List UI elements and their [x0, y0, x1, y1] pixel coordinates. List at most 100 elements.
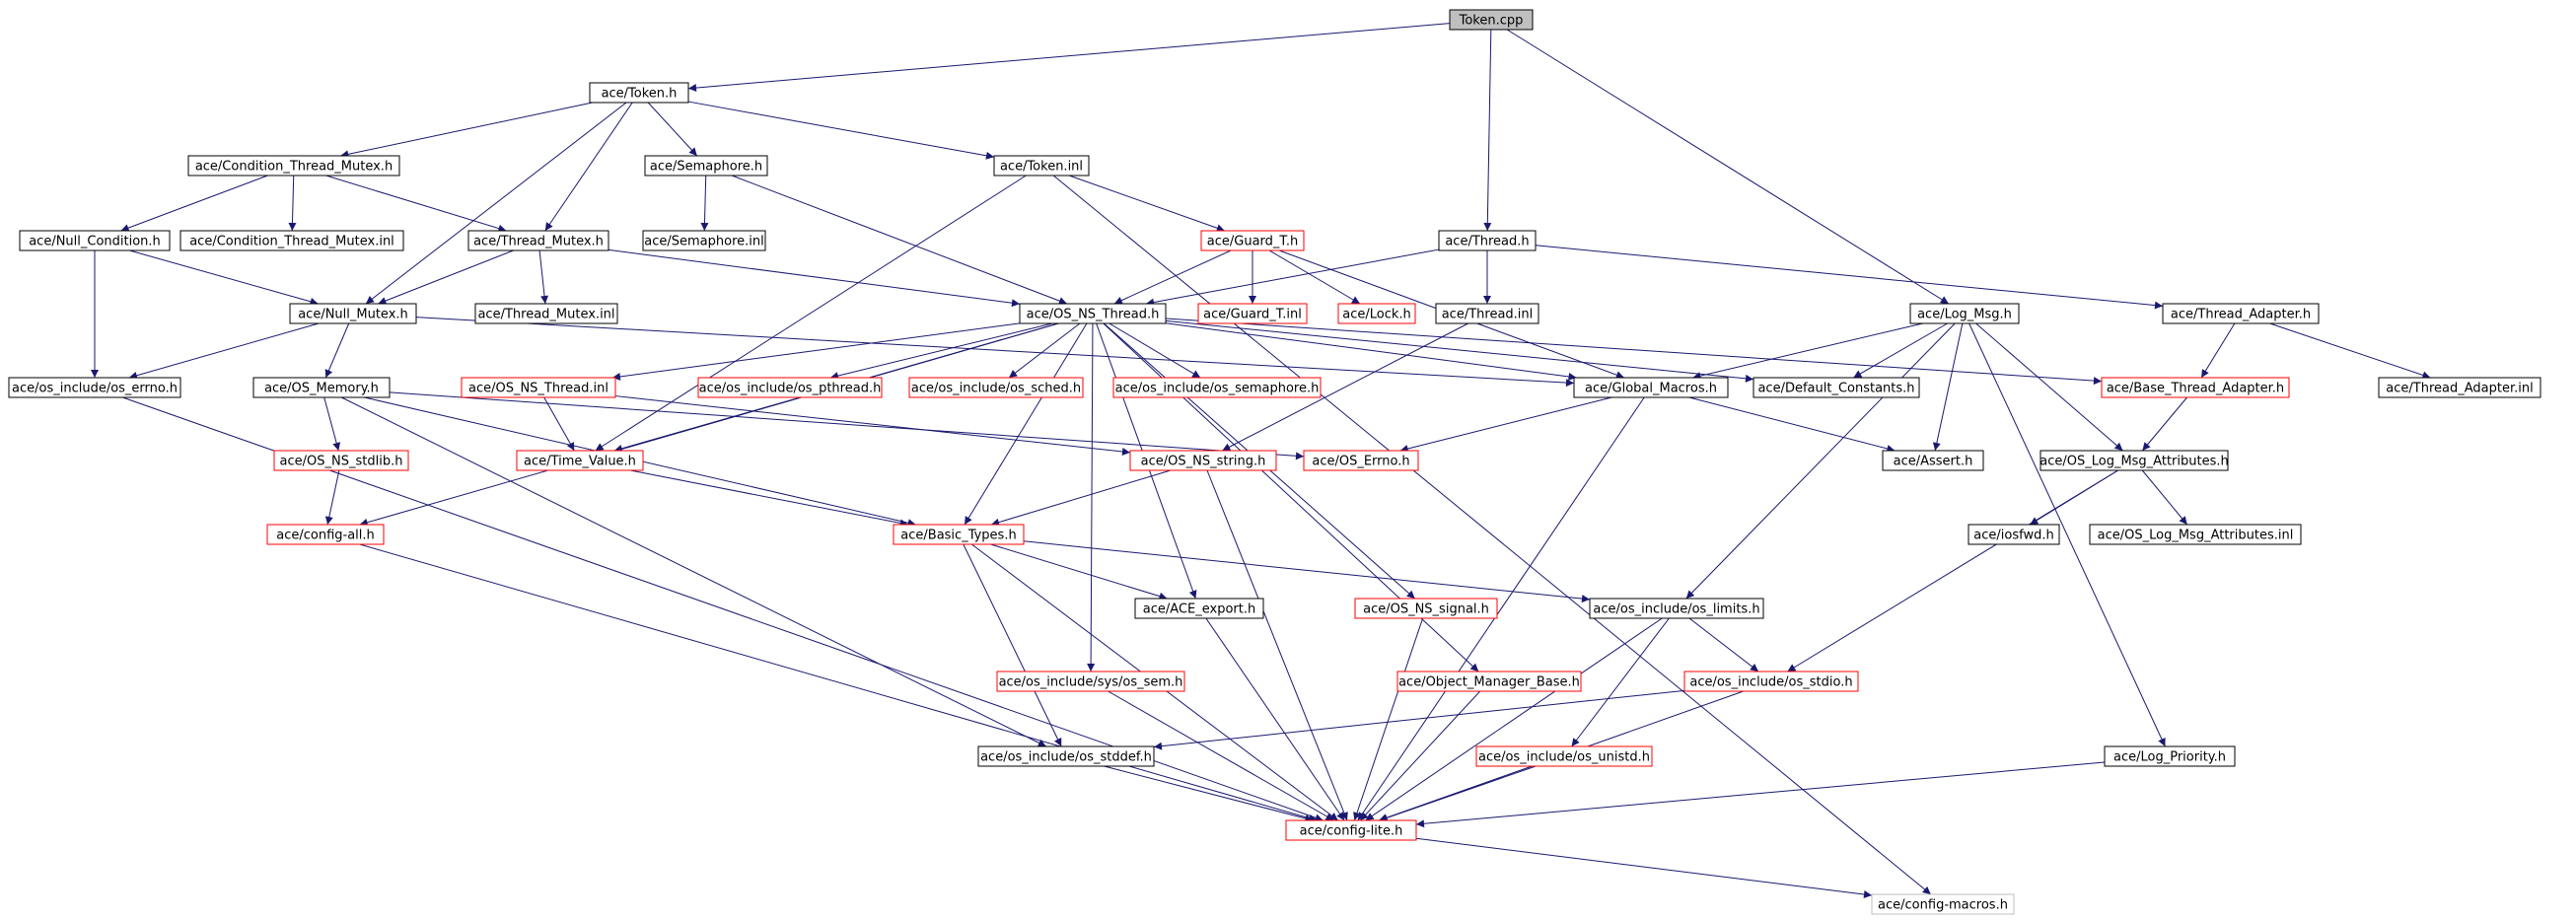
edge-token_cpp-to-token_h: [687, 23, 1451, 93]
node-os_memory_h[interactable]: ace/OS_Memory.h: [252, 377, 391, 398]
node-semaphore_inl[interactable]: ace/Semaphore.inl: [642, 230, 766, 251]
node-os_ns_stdlib_h[interactable]: ace/OS_NS_stdlib.h: [273, 450, 409, 471]
node-config_all_h[interactable]: ace/config-all.h: [266, 524, 385, 545]
node-cond_thread_mutex_h[interactable]: ace/Condition_Thread_Mutex.h: [187, 155, 400, 177]
node-label: ace/OS_Errno.h: [1312, 455, 1409, 469]
node-os_log_msg_attr_h[interactable]: ace/OS_Log_Msg_Attributes.h: [2039, 450, 2229, 471]
node-box: [474, 303, 618, 324]
node-basic_types_h[interactable]: ace/Basic_Types.h: [893, 524, 1025, 545]
edge-os_sem_h-to-config_lite_h: [1108, 690, 1334, 821]
edge-token_inl-to-guard_t_h: [1068, 175, 1226, 233]
node-thread_mutex_h[interactable]: ace/Thread_Mutex.h: [467, 230, 609, 251]
node-token_cpp[interactable]: Token.cpp: [1449, 9, 1534, 31]
node-thread_inl[interactable]: ace/Thread.inl: [1435, 303, 1539, 324]
node-token_inl[interactable]: ace/Token.inl: [993, 155, 1090, 177]
node-box: [461, 377, 616, 398]
node-time_value_h[interactable]: ace/Time_Value.h: [516, 450, 644, 471]
node-config_lite_h[interactable]: ace/config-lite.h: [1285, 819, 1417, 841]
edge-os_log_msg_attr_h-to-os_log_msg_attr_inl: [2141, 469, 2188, 526]
node-os_errno_h[interactable]: ace/os_include/os_errno.h: [8, 377, 181, 398]
node-semaphore_h[interactable]: ace/Semaphore.h: [644, 155, 768, 177]
edge-os_ns_thread_h-to-os_ns_thread_inl: [611, 322, 1021, 381]
node-label: ace/os_include/os_pthread.h: [699, 382, 882, 396]
node-default_constants_h[interactable]: ace/Default_Constants.h: [1753, 377, 1920, 398]
node-label: ace/Log_Priority.h: [2113, 750, 2226, 765]
node-label: ace/Thread_Adapter.h: [2171, 308, 2311, 322]
node-config_macros_h[interactable]: ace/config-macros.h: [1871, 893, 2015, 915]
edge-os_limits_h-to-os_stdio_h: [1688, 617, 1759, 672]
node-label: ace/Condition_Thread_Mutex.inl: [189, 235, 394, 249]
node-null_condition_h[interactable]: ace/Null_Condition.h: [19, 230, 171, 251]
node-assert_h[interactable]: ace/Assert.h: [1882, 450, 1984, 471]
node-label: ace/os_include/os_limits.h: [1593, 602, 1759, 617]
edge-thread_mutex_h-to-os_ns_thread_h: [608, 248, 1021, 308]
node-thread_adapter_h[interactable]: ace/Thread_Adapter.h: [2162, 303, 2320, 324]
node-guard_t_h[interactable]: ace/Guard_T.h: [1200, 230, 1305, 251]
node-box: [1019, 303, 1167, 324]
node-os_ns_string_h[interactable]: ace/OS_NS_string.h: [1129, 450, 1277, 471]
node-label: ace/Null_Condition.h: [29, 235, 161, 249]
node-log_priority_h[interactable]: ace/Log_Priority.h: [2104, 745, 2236, 767]
node-thread_h[interactable]: ace/Thread.h: [1438, 230, 1537, 251]
node-guard_t_inl[interactable]: ace/Guard_T.inl: [1197, 303, 1308, 324]
node-label: ace/Thread.inl: [1442, 308, 1534, 322]
node-box: [187, 155, 400, 177]
node-os_pthread_h[interactable]: ace/os_include/os_pthread.h: [697, 377, 883, 398]
node-os_semaphore_h[interactable]: ace/os_include/os_semaphore.h: [1112, 377, 1322, 398]
node-thread_adapter_inl[interactable]: ace/Thread_Adapter.inl: [2378, 377, 2541, 398]
node-log_msg_h[interactable]: ace/Log_Msg.h: [1909, 303, 2020, 324]
edge-guard_t_h-to-os_ns_thread_h: [1113, 249, 1232, 305]
node-box: [1871, 893, 2015, 915]
node-os_ns_signal_h[interactable]: ace/OS_NS_signal.h: [1354, 598, 1498, 619]
node-box: [1197, 303, 1308, 324]
node-os_sem_h[interactable]: ace/os_include/sys/os_sem.h: [996, 671, 1185, 692]
edge-thread_mutex_h-to-thread_mutex_inl: [538, 249, 549, 305]
node-os_errno_ns_h[interactable]: ace/OS_Errno.h: [1303, 450, 1419, 471]
node-box: [289, 303, 417, 324]
node-thread_mutex_inl[interactable]: ace/Thread_Mutex.inl: [474, 303, 618, 324]
edge-cond_thread_mutex_h-to-null_condition_h: [120, 175, 268, 232]
node-box: [1354, 598, 1498, 619]
node-label: ace/Thread_Mutex.h: [473, 235, 604, 249]
node-os_unistd_h[interactable]: ace/os_include/os_unistd.h: [1475, 745, 1653, 767]
edge-os_ns_thread_h-to-os_sched_h: [1008, 322, 1081, 379]
node-label: ace/Log_Msg.h: [1917, 308, 2012, 322]
node-label: ace/Guard_T.h: [1207, 235, 1298, 249]
node-os_log_msg_attr_inl[interactable]: ace/OS_Log_Msg_Attributes.inl: [2089, 524, 2302, 545]
edge-token_cpp-to-log_msg_h: [1506, 29, 1950, 305]
node-box: [1200, 230, 1305, 251]
node-os_stdio_h[interactable]: ace/os_include/os_stdio.h: [1683, 671, 1859, 692]
edge-os_ns_thread_h-to-os_sem_h: [1087, 322, 1096, 672]
edge-log_msg_h-to-assert_h: [1932, 322, 1964, 452]
node-iosfwd_h[interactable]: ace/iosfwd.h: [1968, 524, 2060, 545]
node-box: [1449, 9, 1534, 31]
node-label: ace/Lock.h: [1342, 308, 1411, 322]
node-box: [1438, 230, 1537, 251]
node-os_limits_h[interactable]: ace/os_include/os_limits.h: [1589, 598, 1764, 619]
node-os_ns_thread_inl[interactable]: ace/OS_NS_Thread.inl: [461, 377, 616, 398]
node-box: [252, 377, 391, 398]
node-token_h[interactable]: ace/Token.h: [589, 82, 689, 104]
node-ace_export_h[interactable]: ace/ACE_export.h: [1134, 598, 1264, 619]
node-global_macros_h[interactable]: ace/Global_Macros.h: [1573, 377, 1729, 398]
node-label: ace/config-all.h: [276, 529, 375, 543]
node-box: [467, 230, 609, 251]
node-lock_h[interactable]: ace/Lock.h: [1337, 303, 1416, 324]
node-os_ns_thread_h[interactable]: ace/OS_NS_Thread.h: [1019, 303, 1167, 324]
edge-thread_h-to-thread_adapter_h: [1535, 245, 2164, 310]
node-box: [893, 524, 1025, 545]
node-object_manager_base_h[interactable]: ace/Object_Manager_Base.h: [1396, 671, 1582, 692]
node-os_sched_h[interactable]: ace/os_include/os_sched.h: [908, 377, 1084, 398]
node-layer: Token.cpp ace/Token.h ace/Condition_Thread…: [8, 9, 2541, 915]
node-base_thread_adapter_h[interactable]: ace/Base_Thread_Adapter.h: [2101, 377, 2290, 398]
node-label: ace/Default_Constants.h: [1757, 382, 1914, 396]
node-os_stddef_h[interactable]: ace/os_include/os_stddef.h: [977, 745, 1155, 767]
node-box: [1112, 377, 1322, 398]
node-label: ace/Semaphore.inl: [644, 235, 763, 249]
node-box: [697, 377, 883, 398]
node-null_mutex_h[interactable]: ace/Null_Mutex.h: [289, 303, 417, 324]
edge-semaphore_h-to-os_ns_thread_h: [731, 175, 1068, 305]
edge-log_msg_h-to-default_constants_h: [1853, 322, 1948, 379]
node-cond_thread_mutex_inl[interactable]: ace/Condition_Thread_Mutex.inl: [179, 230, 404, 251]
edge-object_manager_base_h-to-config_lite_h: [1359, 690, 1481, 821]
